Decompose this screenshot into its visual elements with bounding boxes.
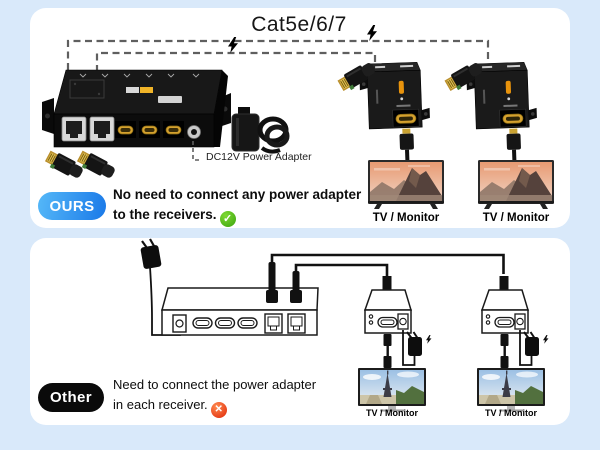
tv-monitor-label: TV / Monitor [485,408,537,418]
receiver-unit [358,61,433,168]
port-label-marks [79,73,200,78]
ours-section-panel: Cat5e/6/7 DC12V Power Adapter TV / Monit… [30,8,570,228]
dc12v-adapter-label: DC12V Power Adapter [206,151,312,163]
dc12v-power-adapter [231,107,290,154]
power-cable [149,266,181,336]
other-claim-line2: in each receiver. [113,397,208,412]
brand-logo [126,87,153,93]
other-claim-line1: Need to connect the power adapter [113,377,317,392]
receiver-power-adapter [406,331,423,357]
check-icon: ✓ [219,210,236,227]
hdmi-port [214,317,236,329]
tv-monitor-label: TV / Monitor [366,408,418,418]
dc-power-jack [187,125,201,139]
other-section-panel: TV / Monitor TV / Monitor Other Need to … [30,238,570,425]
dashed-cat-cable-2 [95,51,377,72]
ours-claim-line1: No need to connect any power adapter [113,187,362,202]
lightning-icon [543,335,549,344]
tv-monitor [358,368,426,412]
ours-diagram-art [42,25,554,209]
spec-sticker [158,96,182,103]
hdmi-port [163,121,184,138]
ours-claim-line2: to the receivers. [113,206,217,222]
cat-cable-to-receiver-1 [294,263,389,278]
hdmi-port [115,121,136,138]
tv-monitor [477,368,545,412]
lightning-icon [228,37,238,53]
receiver1-power-cable [402,330,416,366]
rj45-cable-icon [75,148,118,183]
rj45-output-port [89,116,115,142]
cross-icon: ✕ [210,402,227,418]
other-diagram-art [140,238,549,412]
tv-monitor-label: TV / Monitor [482,212,550,224]
rj45-port [287,313,306,334]
tv-monitor-label: TV / Monitor [372,212,440,224]
hdmi-port [139,121,160,138]
hdmi-splitter-other [161,262,319,336]
receiver-power-adapter [523,331,540,357]
ours-badge: OURS [38,192,106,220]
transmitter-power-adapter [140,238,162,269]
hdmi-port [192,317,213,329]
dc-label-pointer [192,141,202,161]
ours-claim: No need to connect any power adapter to … [113,185,361,227]
receiver2-power-cable [519,330,533,366]
lightning-icon [426,335,432,344]
rj45-cable-icon [43,148,86,183]
other-claim: Need to connect the power adapter in eac… [113,375,316,418]
rj45-output-port [61,116,87,142]
hdmi-splitter-transmitter [42,69,231,148]
hdmi-port [237,317,258,329]
dc-power-jack [172,314,187,333]
cat-cable-to-receiver-2 [270,253,505,274]
tv-monitor [478,160,554,209]
dashed-cat-cable-1 [66,39,490,70]
rj45-port [264,313,283,334]
receiver-unit [481,275,529,369]
cat-cable-plug [268,262,276,296]
receiver-unit [465,61,540,168]
receiver-unit [364,275,412,369]
tv-monitor [368,160,444,209]
cat-cable-title: Cat5e/6/7 [251,13,347,36]
other-badge: Other [38,383,104,412]
cat-cable-plug [292,271,300,296]
